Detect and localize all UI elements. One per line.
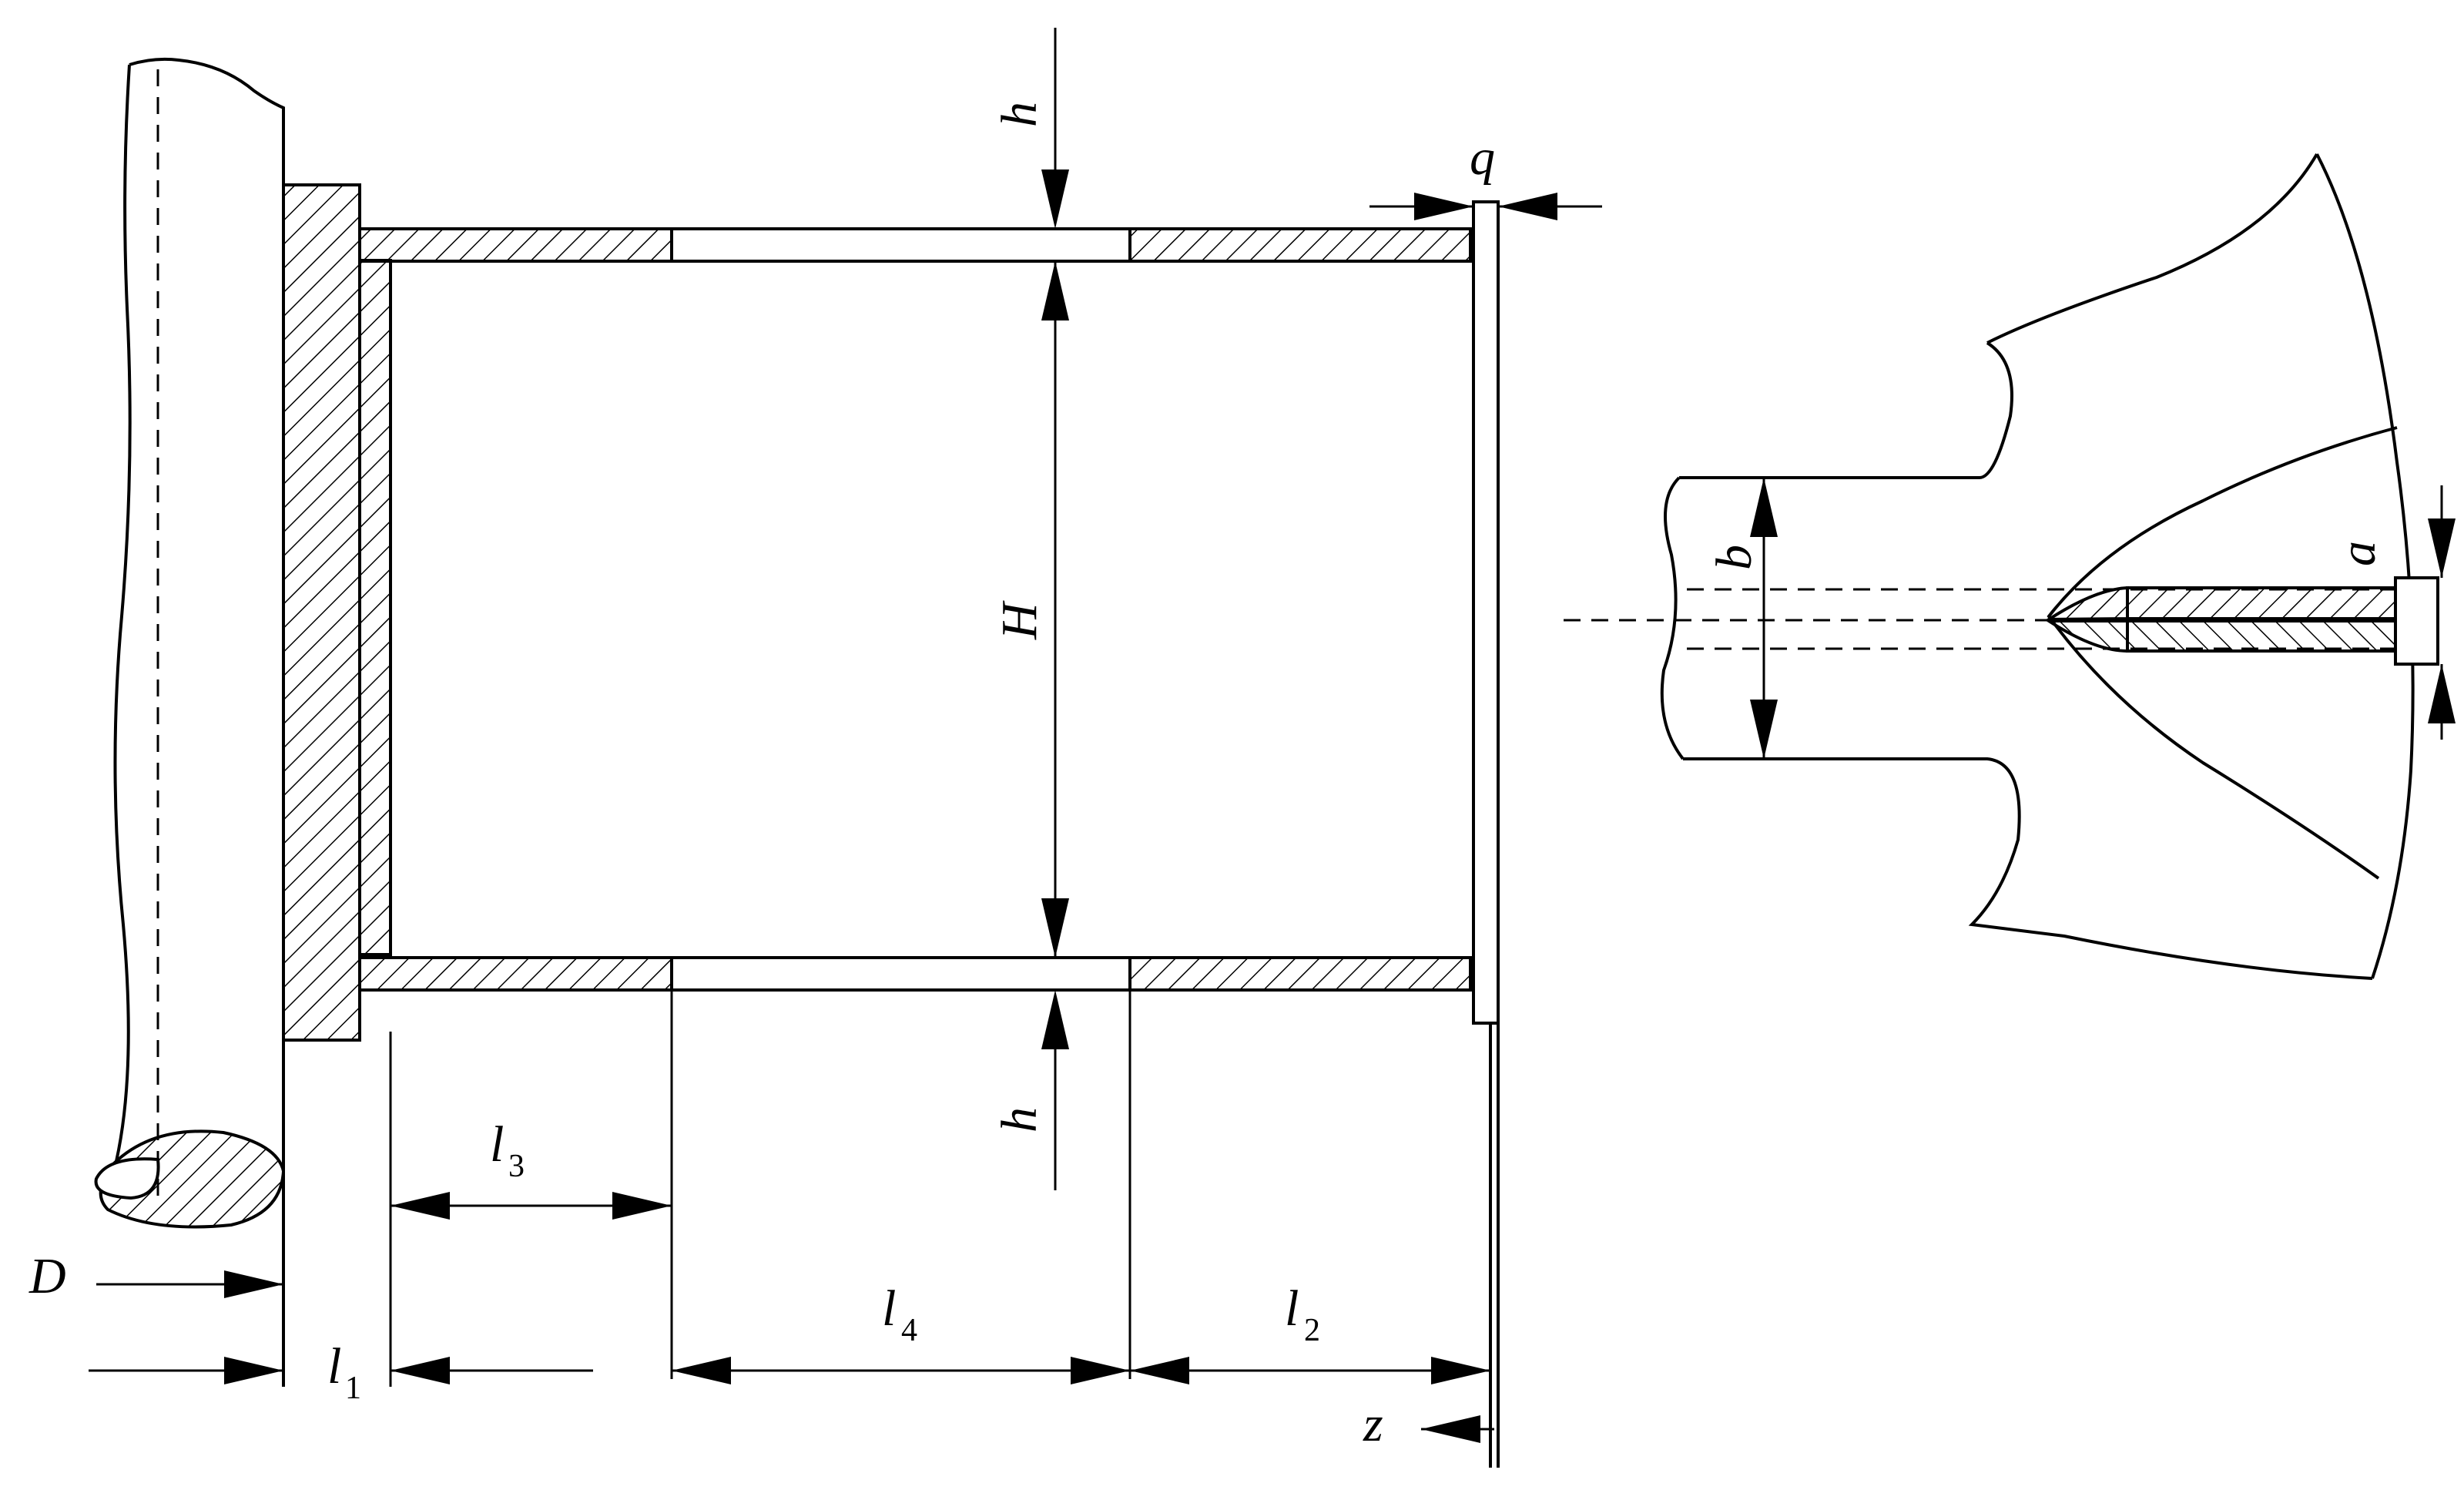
dim-l3: l 3: [391, 990, 673, 1379]
section-detail: [1564, 153, 2439, 980]
top-weld: [358, 227, 1480, 263]
flange-plate: [282, 183, 361, 1042]
dim-q: q: [1369, 129, 1602, 220]
svg-text:l: l: [882, 1280, 896, 1337]
svg-text:2: 2: [1304, 1313, 1320, 1348]
dim-D: D: [28, 1248, 283, 1384]
dim-l2: l 2: [1130, 1280, 1490, 1384]
bottom-weld: [358, 956, 1472, 992]
svg-text:H: H: [991, 600, 1048, 640]
dim-z: z: [1363, 1396, 1494, 1452]
svg-text:h: h: [991, 102, 1048, 127]
svg-text:q: q: [1470, 129, 1495, 186]
shaft: [94, 57, 286, 1387]
svg-text:z: z: [1363, 1396, 1383, 1452]
dim-l4: l 4: [672, 990, 1131, 1384]
svg-text:a: a: [2330, 541, 2386, 566]
svg-text:l: l: [490, 1116, 504, 1173]
svg-text:l: l: [327, 1338, 341, 1394]
svg-text:3: 3: [508, 1149, 525, 1184]
svg-text:4: 4: [901, 1313, 917, 1348]
end-plate: [1472, 200, 1500, 1468]
dim-b: b: [1706, 478, 1778, 759]
svg-text:b: b: [1706, 545, 1762, 570]
svg-text:h: h: [991, 1107, 1048, 1133]
dim-l1: l 1: [327, 1032, 593, 1406]
svg-text:l: l: [1285, 1280, 1299, 1337]
svg-text:D: D: [28, 1248, 66, 1304]
dim-a: a: [2330, 485, 2456, 740]
dim-h-top: h: [991, 28, 1069, 229]
flange-step: [358, 259, 392, 956]
dim-h-bottom: h: [991, 990, 1069, 1190]
dim-H: H: [991, 261, 1069, 958]
svg-text:1: 1: [345, 1371, 361, 1406]
